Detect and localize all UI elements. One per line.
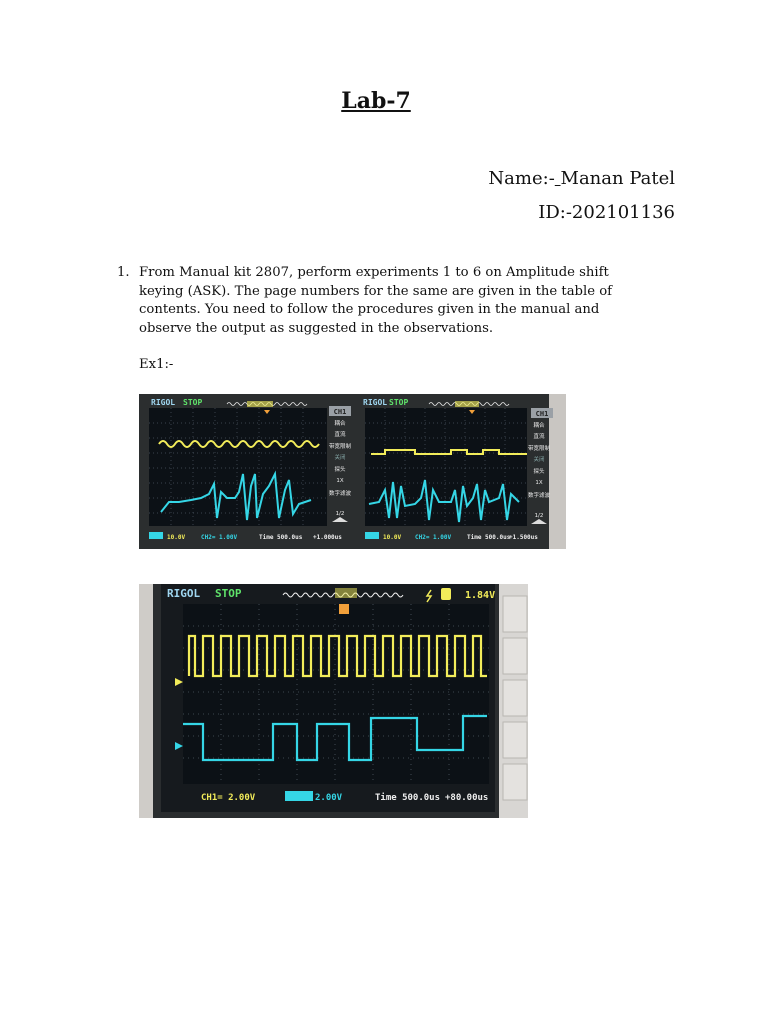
scope3-trig-level: 1.84V (465, 590, 495, 601)
scope1-state: STOP (183, 398, 202, 407)
exercise-label: Ex1:- (139, 357, 174, 372)
scope1-ch-badge-label: CH1 (334, 408, 347, 416)
scope2-ch-badge-label: CH1 (536, 410, 549, 418)
list-item-number: 1. (117, 265, 130, 280)
scope2-time: Time 500.0us (467, 534, 511, 541)
list-item-text: From Manual kit 2807, perform experiment… (139, 265, 613, 336)
scope2-menu-item: 1/2 (535, 513, 544, 519)
oscilloscope-photo-3: RIGOL STOP 1.84V CH1= 2.00V 2.00V Time 5… (139, 584, 528, 818)
scope2-ch2-scale: CH2= 1.00V (415, 534, 452, 541)
scope2-menu-item: 1X (535, 480, 542, 486)
scope1-time: Time 500.0us (259, 534, 303, 541)
scope3-offset: +80.00us (445, 793, 488, 803)
scope1-menu-item: 探头 (334, 465, 346, 473)
document-title: Lab-7 (341, 88, 411, 114)
scope2-ch-badge (531, 408, 553, 418)
scope1-ch-badge (329, 406, 351, 416)
student-name: Name:- Manan Patel (488, 168, 675, 189)
scope1-menu-item: 关闭 (334, 453, 345, 461)
scope2-state: STOP (389, 398, 408, 407)
scope1-menu-down-icon (332, 517, 348, 522)
scope3-state: STOP (215, 587, 242, 600)
scope1-menu-item: 直流 (334, 430, 346, 438)
scope2-brand: RIGOL (363, 398, 387, 407)
student-id: ID:-202101136 (538, 202, 675, 223)
scope1-offset: +1.000us (313, 534, 342, 541)
scope1-menu-item: 1X (336, 478, 343, 484)
scope2-menu-item: 直流 (533, 432, 545, 440)
oscilloscope-photo-2: RIGOL STOP CH1 耦合 直流 带宽限制 关闭 探头 1X 数字滤波 … (359, 394, 566, 549)
scope3-ch1-scale: CH1= 2.00V (201, 793, 256, 803)
scope2-menu-item: 关闭 (533, 455, 544, 463)
scope2-menu-item: 数字滤波 (528, 491, 551, 499)
trigger-source-icon (441, 588, 451, 600)
name-value: Manan Patel (560, 168, 675, 189)
scope1-menu-item: 1/2 (336, 511, 345, 517)
oscilloscope-photo-1: RIGOL STOP CH1 耦合 直流 带宽限制 关闭 探头 1X 数字滤波 … (139, 394, 359, 549)
scope2-ch1-scale: 10.0V (383, 534, 401, 541)
scope1-ch1-scale: 10.0V (167, 534, 185, 541)
scope3-time: Time 500.0us (375, 792, 440, 803)
scope2-menu-down-icon (531, 519, 547, 524)
scope1-menu-item: 数字滤波 (329, 489, 352, 497)
name-prefix: Name:- (488, 168, 555, 189)
scope1-menu-item: 耦合 (334, 419, 346, 427)
scope1-menu-item: 带宽限制 (329, 442, 352, 450)
trigger-edge-icon (425, 589, 433, 603)
scope1-brand: RIGOL (151, 398, 175, 407)
scope2-menu-item: 带宽限制 (528, 444, 551, 452)
scope3-ch2-scale: 2.00V (315, 793, 343, 803)
scope1-ch2-scale: CH2= 1.00V (201, 534, 238, 541)
scope2-menu-item: 耦合 (533, 421, 545, 429)
scope3-brand: RIGOL (167, 587, 200, 600)
scope2-menu-item: 探头 (533, 467, 545, 475)
scope2-offset: +1.500us (509, 534, 538, 541)
